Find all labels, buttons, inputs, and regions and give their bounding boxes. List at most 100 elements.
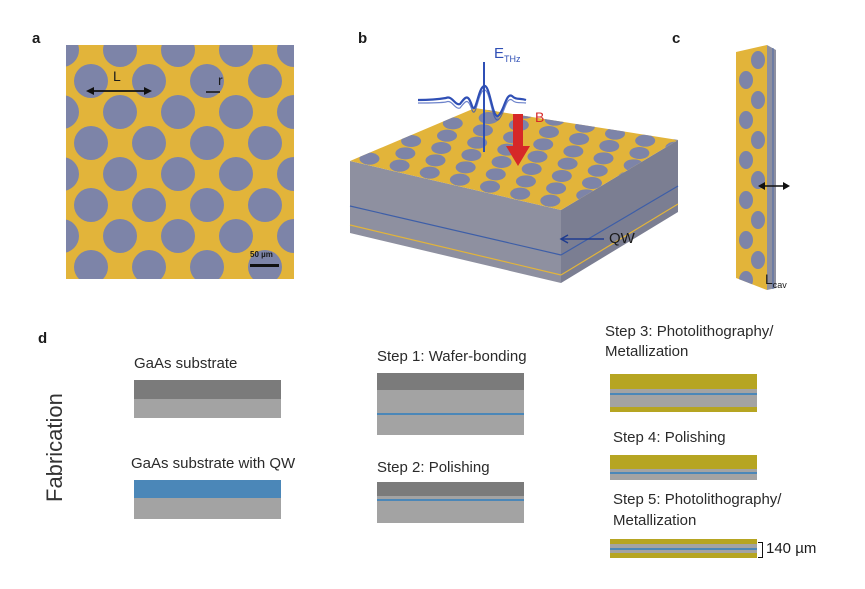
slab-top-disk	[455, 161, 476, 174]
step4-stack	[610, 455, 757, 480]
panel-d-label: d	[38, 330, 48, 347]
step3-stack	[610, 374, 757, 412]
slab-top-disk	[563, 145, 584, 158]
thz-pulse-waveform	[417, 84, 527, 118]
micrograph-disk	[74, 64, 108, 98]
slab-top-disk	[401, 135, 422, 148]
micrograph-disk-array	[66, 45, 294, 279]
slab-top-disk	[557, 157, 578, 170]
slab-top-disk	[635, 134, 656, 147]
step5-stack	[610, 539, 757, 558]
edge-disk	[739, 111, 753, 129]
substrate-stack	[134, 380, 281, 418]
step1-caption: Step 1: Wafer-bonding	[377, 348, 527, 365]
dimension-r-label: r	[218, 72, 223, 88]
slab-top-disk	[510, 187, 531, 200]
slab-top-disk	[599, 140, 620, 153]
dimension-L-label: L	[113, 68, 121, 84]
edge-disk	[751, 51, 765, 69]
slab-top-disk	[551, 170, 572, 183]
field-E-label: ETHz	[494, 45, 521, 64]
slab-top-disk	[593, 152, 614, 165]
bottom-metal-edge-front	[349, 224, 562, 276]
slab-top-disk	[629, 147, 650, 160]
slab-top-disk	[527, 150, 548, 163]
fabrication-side-title: Fabrication	[42, 393, 67, 502]
micrograph-disk	[132, 188, 166, 222]
slab-top-disk	[515, 175, 536, 188]
edge-disk	[739, 231, 753, 249]
lcav-label: Lcav	[765, 271, 787, 290]
b-field-arrow-head	[506, 146, 530, 166]
micrograph-disk	[248, 188, 282, 222]
slab-top-disk	[389, 159, 410, 172]
micrograph-disk	[219, 95, 253, 129]
edge-disk	[751, 131, 765, 149]
slab-top-disk	[533, 138, 554, 151]
micrograph-disk	[74, 250, 108, 279]
slab-top-disk	[491, 156, 512, 169]
slab-top-disk	[467, 136, 488, 149]
micrograph-disk	[66, 95, 79, 129]
slab-top-disk	[538, 126, 559, 139]
micrograph-disk	[190, 188, 224, 222]
micrograph-disk	[132, 64, 166, 98]
qw-layer-front	[349, 205, 562, 256]
slab-top-disk	[485, 168, 506, 181]
slab-top-disk	[581, 177, 602, 190]
micrograph-disk	[74, 188, 108, 222]
slab-top-disk	[587, 164, 608, 177]
micrograph-disk	[277, 45, 294, 67]
step2-stack	[377, 482, 524, 523]
micrograph-disk	[161, 219, 195, 253]
slab-top-disk	[461, 149, 482, 162]
micrograph-disk	[161, 45, 195, 67]
substrate-caption: GaAs substrate	[134, 355, 238, 372]
slab-front-side	[350, 161, 561, 283]
slab-top-disk	[437, 129, 458, 142]
micrograph-disk	[190, 250, 224, 279]
qw-pointer-head	[559, 234, 569, 244]
edge-disk	[739, 151, 753, 169]
micrograph-disk	[103, 219, 137, 253]
slab-top-disk	[569, 133, 590, 146]
micrograph-disk	[219, 45, 253, 67]
edge-disk	[739, 191, 753, 209]
thickness-bracket	[758, 542, 763, 558]
step1-stack	[377, 373, 524, 435]
qw-label: QW	[609, 230, 635, 247]
micrograph-disk	[66, 219, 79, 253]
slab-top-disk	[395, 147, 416, 160]
substrate-qw-caption: GaAs substrate with QW	[131, 455, 296, 472]
slab-top-disk	[449, 173, 470, 186]
slab-top-disk	[546, 182, 567, 195]
slab-right-side	[561, 140, 678, 283]
slab-top-disk	[419, 166, 440, 179]
panel-c-label: c	[672, 30, 681, 47]
edge-disk	[739, 71, 753, 89]
scale-bar-label: 50 µm	[250, 250, 273, 259]
slab-top-disk	[442, 117, 463, 130]
step3-caption-line1: Step 3: Photolithography/	[605, 323, 774, 340]
slab-top-disk	[472, 124, 493, 137]
micrograph-disk	[248, 64, 282, 98]
micrograph-disk	[219, 219, 253, 253]
substrate-qw-stack	[134, 480, 281, 519]
field-B-label: B	[535, 109, 545, 125]
step5-caption-line1: Step 5: Photolithography/	[613, 491, 782, 508]
micrograph-disk	[103, 157, 137, 191]
thickness-label: 140 µm	[766, 540, 817, 557]
step3-caption-line2: Metallization	[605, 343, 689, 360]
micrograph-disk	[277, 95, 294, 129]
scale-bar	[250, 264, 279, 267]
micrograph-disk	[74, 126, 108, 160]
sample-thickness-side	[767, 45, 776, 290]
micrograph-disk	[248, 126, 282, 160]
micrograph-disk	[161, 95, 195, 129]
micrograph-disk	[66, 45, 79, 67]
slab-top-disk	[431, 142, 452, 155]
micrograph-disk	[277, 219, 294, 253]
